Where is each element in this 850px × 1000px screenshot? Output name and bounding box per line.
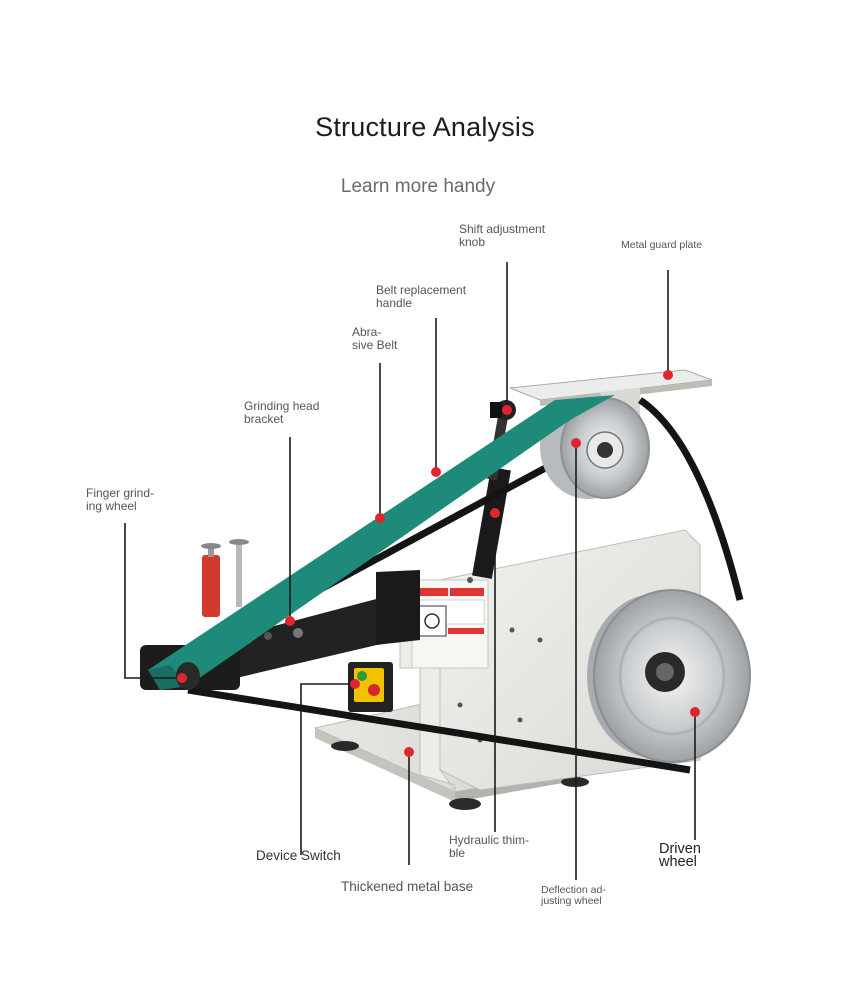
marker-guard-plate <box>663 370 673 380</box>
marker-shift-knob <box>502 405 512 415</box>
label-metal-base: Thickened metal base <box>341 879 474 894</box>
label-guard-plate: Metal guard plate <box>621 239 703 251</box>
markers <box>177 370 700 757</box>
marker-hydraulic <box>490 508 500 518</box>
label-shift-knob: Shift adjustment knob <box>459 222 546 249</box>
marker-finger-wheel <box>177 673 187 683</box>
marker-driven-wheel <box>690 707 700 717</box>
marker-deflection-wheel <box>571 438 581 448</box>
label-finger-wheel: Finger grind- ing wheel <box>86 486 155 513</box>
label-device-switch: Device Switch <box>256 848 341 863</box>
page-subtitle: Learn more handy <box>340 176 496 197</box>
label-deflection-wheel: Deflection ad- justing wheel <box>541 884 606 907</box>
label-hydraulic: Hydraulic thim- ble <box>449 833 530 860</box>
label-grinding-bracket: Grinding head bracket <box>244 399 320 426</box>
driven-wheel <box>587 589 751 763</box>
marker-grinding-bracket <box>285 616 295 626</box>
label-abrasive-belt: Abra- sive Belt <box>352 325 398 352</box>
leader-lines <box>124 262 696 880</box>
marker-metal-base <box>404 747 414 757</box>
tool-rests <box>201 539 249 617</box>
marker-device-switch <box>350 679 360 689</box>
marker-abrasive-belt <box>375 513 385 523</box>
marker-belt-handle <box>431 467 441 477</box>
label-driven-wheel: Driven wheel <box>659 841 701 870</box>
page-title: Structure Analysis <box>315 112 535 142</box>
device-switch <box>348 662 393 712</box>
label-belt-handle: Belt replacement handle <box>376 283 467 310</box>
